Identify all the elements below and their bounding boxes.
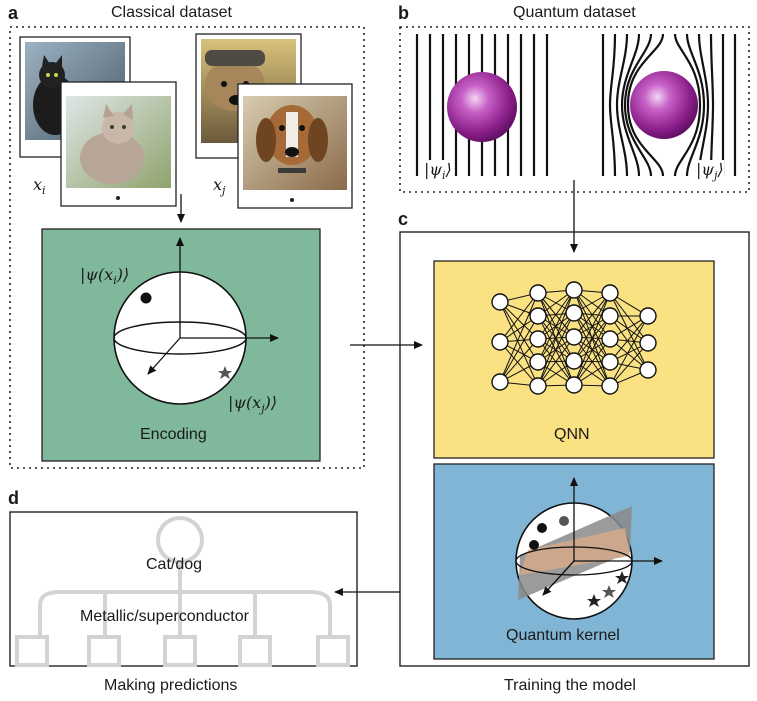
nn-node [565, 304, 583, 322]
nn-connection [573, 292, 611, 338]
nn-connection [499, 301, 539, 387]
prediction-cat-dog: Cat/dog [146, 556, 203, 573]
nn-connection [537, 289, 575, 363]
nn-connection [609, 315, 649, 371]
quantum-kernel-sphere [515, 477, 663, 620]
nn-connection [537, 289, 575, 387]
nn-node [601, 307, 619, 325]
ket-psi-i: |ψi⟩ [424, 160, 452, 183]
nn-node [565, 281, 583, 299]
nn-node [601, 330, 619, 348]
nn-node [601, 284, 619, 302]
panel-b-letter: b [398, 3, 409, 23]
nn-connection [609, 292, 649, 344]
prediction-metallic-superconductor: Metallic/superconductor [80, 608, 249, 625]
nn-connection [499, 301, 539, 363]
nn-connection [499, 341, 539, 387]
nn-node [491, 373, 509, 391]
panel-d-caption: Making predictions [104, 677, 238, 694]
ket-psi-j: |ψj⟩ [696, 160, 724, 183]
sphere-j [630, 71, 698, 139]
nn-connection [609, 292, 649, 371]
panel-a-title: Classical dataset [111, 4, 232, 21]
panel-c-letter: c [398, 209, 409, 229]
panel-d-letter: d [8, 488, 19, 508]
label-xj: xj [213, 175, 226, 198]
panel-c [399, 231, 750, 667]
dog-photo-front [237, 83, 353, 209]
nn-connection [499, 338, 539, 383]
panel-a-letter: a [8, 3, 19, 23]
nn-connection [573, 338, 611, 386]
nn-node [529, 284, 547, 302]
bloch-sphere-encoding [113, 237, 279, 405]
field-lines-bent [601, 33, 737, 177]
panel-b [399, 26, 750, 253]
panel-c-frame [399, 231, 750, 667]
nn-connection [573, 292, 611, 362]
nn-connection [537, 289, 575, 340]
nn-connection [609, 342, 649, 387]
nn-node [639, 361, 657, 379]
nn-connection [537, 312, 575, 387]
nn-connection [499, 315, 539, 383]
nn-node [565, 352, 583, 370]
nn-connection [609, 315, 649, 363]
panel-a [9, 26, 365, 469]
nn-node [565, 376, 583, 394]
panel-b-title: Quantum dataset [513, 4, 636, 21]
nn-connection [499, 292, 539, 383]
encoding-label: Encoding [140, 426, 207, 443]
nn-node [529, 377, 547, 395]
neural-network-diagram [491, 281, 657, 395]
state-star-j [218, 366, 232, 379]
nn-node [601, 353, 619, 371]
nn-node [639, 334, 657, 352]
panel-c-caption: Training the model [504, 677, 636, 694]
panel-b-dotted-frame [399, 26, 750, 193]
nn-node [565, 328, 583, 346]
qnn-label: QNN [554, 426, 590, 443]
decision-tree-background [15, 516, 350, 667]
nn-node [529, 330, 547, 348]
ket-psi-xi: |ψ(xi)⟩ [80, 265, 130, 288]
sphere-i [447, 72, 517, 142]
panel-d-frame [9, 511, 358, 667]
nn-node [529, 307, 547, 325]
nn-node [491, 333, 509, 351]
nn-connection [609, 315, 649, 387]
nn-connection [573, 315, 611, 386]
nn-connection [537, 336, 575, 387]
nn-connection [499, 292, 539, 343]
nn-node [601, 377, 619, 395]
nn-node [529, 353, 547, 371]
nn-connection [573, 292, 611, 386]
nn-connection [499, 301, 539, 340]
nn-node [491, 293, 509, 311]
cat-photo-front [60, 81, 177, 207]
nn-node [639, 307, 657, 325]
state-dot-i [140, 292, 152, 304]
label-xi: xi [33, 175, 46, 198]
panel-a-dotted-frame [9, 26, 365, 469]
ket-psi-xj: |ψ(xj)⟩ [228, 393, 278, 416]
kernel-label: Quantum kernel [506, 627, 620, 644]
panel-d [9, 511, 358, 667]
